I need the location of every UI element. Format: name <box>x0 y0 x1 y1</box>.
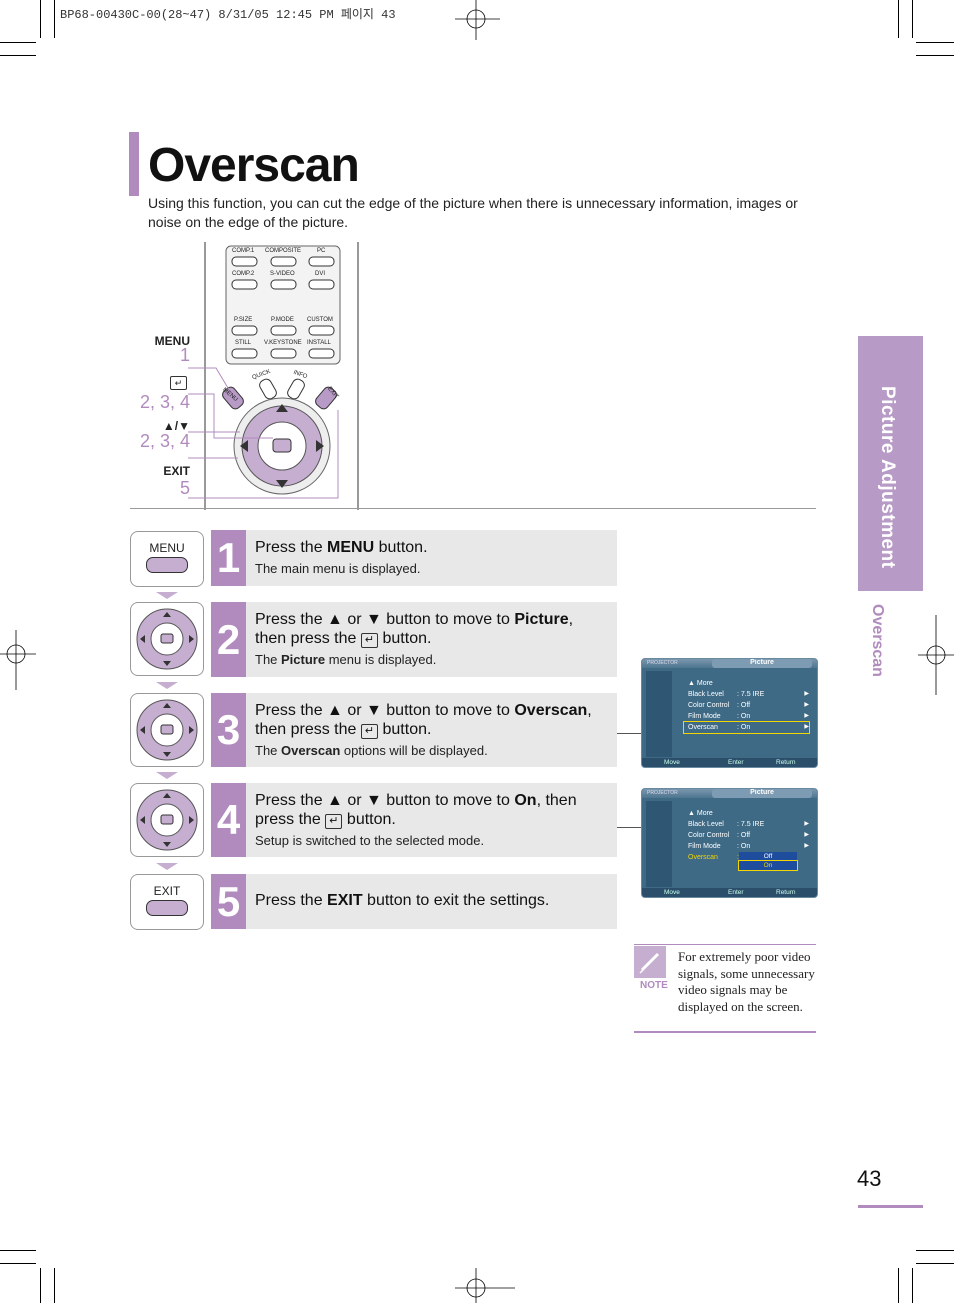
osd-selected-row: Overscan: On▶ <box>683 721 810 734</box>
enter-icon: ↵ <box>325 814 343 829</box>
crop-mark <box>912 1268 913 1303</box>
section-divider <box>130 508 816 509</box>
label-exit: EXIT <box>163 464 190 478</box>
connector-line <box>617 733 641 734</box>
composite-label: COMPOSITE <box>265 248 302 254</box>
title-accent-bar <box>129 132 139 196</box>
psize-label: P.SIZE <box>234 317 253 323</box>
page-number-underline <box>858 1205 923 1208</box>
enter-icon: ↵ <box>360 724 379 739</box>
svideo-label: S-VIDEO <box>270 271 295 277</box>
intro-paragraph: Using this function, you can cut the edg… <box>148 195 798 230</box>
section-tab: Picture Adjustment <box>858 336 923 591</box>
remote-illustration: MENU 1 ↵ 2, 3, 4 ▲/▼ 2, 3, 4 EXIT 5 COMP… <box>130 242 360 510</box>
crop-mark <box>54 1268 55 1303</box>
pmode-label: P.MODE <box>271 317 294 323</box>
step-3: Press the ▲ or ▼ button to move to Overs… <box>246 693 617 767</box>
step-4: Press the ▲ or ▼ button to move to On, t… <box>246 783 617 857</box>
vkeystone-label: V.KEYSTONE <box>264 340 302 346</box>
crop-mark <box>0 1250 36 1251</box>
page-title: Overscan <box>148 139 360 192</box>
exit-button-icon: EXIT <box>130 874 204 930</box>
crop-mark <box>0 1263 36 1264</box>
step-number: 1 <box>211 530 246 586</box>
step-number: 2 <box>211 602 246 677</box>
label-updown: ▲/▼ <box>162 419 190 433</box>
registration-mark <box>455 1268 515 1303</box>
osd-menu-icons <box>646 801 672 887</box>
crop-mark <box>916 1263 954 1264</box>
note-pencil-icon <box>634 946 666 978</box>
remote-drawing <box>188 242 359 510</box>
label-menu-step: 1 <box>179 345 190 365</box>
label-enter-steps: 2, 3, 4 <box>139 392 190 412</box>
dvi-label: DVI <box>315 271 326 277</box>
crop-mark <box>898 1268 899 1303</box>
direction-pad-icon <box>130 693 204 767</box>
osd-menu-icons <box>646 671 672 757</box>
registration-mark <box>918 615 954 695</box>
note-box: NOTE For extremely poor video signals, s… <box>634 944 816 1033</box>
subsection-label: Overscan <box>869 604 886 677</box>
enter-icon: ↵ <box>360 633 379 648</box>
crop-mark <box>916 55 954 56</box>
crop-mark <box>916 42 954 43</box>
crop-mark <box>912 0 913 38</box>
step-1: Press the MENU button. The main menu is … <box>246 530 617 586</box>
osd-overscan-options: PROJECTOR Picture ▲ More Black Level: 7.… <box>641 788 818 898</box>
label-exit-step: 5 <box>179 478 190 498</box>
enter-icon: ↵ <box>170 376 187 390</box>
step-number: 3 <box>211 693 246 767</box>
crop-mark <box>898 0 899 38</box>
comp1-label: COMP.1 <box>232 248 255 254</box>
crop-mark <box>54 0 55 38</box>
flow-arrow <box>156 863 178 870</box>
step-number: 5 <box>211 874 246 929</box>
flow-arrow <box>156 682 178 689</box>
crop-mark <box>0 42 36 43</box>
section-tab-label: Picture Adjustment <box>877 386 898 569</box>
crop-mark <box>916 1250 954 1251</box>
custom-label: CUSTOM <box>307 317 333 323</box>
direction-pad-icon <box>130 783 204 857</box>
osd-options-list: Off On <box>738 852 798 871</box>
crop-mark <box>40 1268 41 1303</box>
direction-pad-icon <box>130 602 204 676</box>
note-label: NOTE <box>640 980 668 991</box>
print-header: BP68-00430C-00(28~47) 8/31/05 12:45 PM 페… <box>60 8 396 22</box>
page-number: 43 <box>857 1166 882 1191</box>
step-number: 4 <box>211 783 246 857</box>
flow-arrow <box>156 592 178 599</box>
crop-mark <box>0 55 36 56</box>
registration-mark <box>0 630 36 690</box>
comp2-label: COMP.2 <box>232 271 255 277</box>
step-2: Press the ▲ or ▼ button to move to Pictu… <box>246 602 617 677</box>
crop-mark <box>40 0 41 38</box>
connector-line <box>617 827 641 828</box>
label-updown-steps: 2, 3, 4 <box>139 431 190 451</box>
label-menu: MENU <box>154 334 190 348</box>
pc-label: PC <box>317 248 326 254</box>
install-label: INSTALL <box>307 340 331 346</box>
menu-button-icon: MENU <box>130 531 204 587</box>
still-label: STILL <box>235 340 252 346</box>
note-text: For extremely poor video signals, some u… <box>678 949 815 1014</box>
osd-picture-menu: PROJECTOR Picture ▲ More Black Level: 7.… <box>641 658 818 768</box>
step-5: Press the EXIT button to exit the settin… <box>246 874 617 929</box>
registration-mark <box>455 0 500 40</box>
flow-arrow <box>156 772 178 779</box>
